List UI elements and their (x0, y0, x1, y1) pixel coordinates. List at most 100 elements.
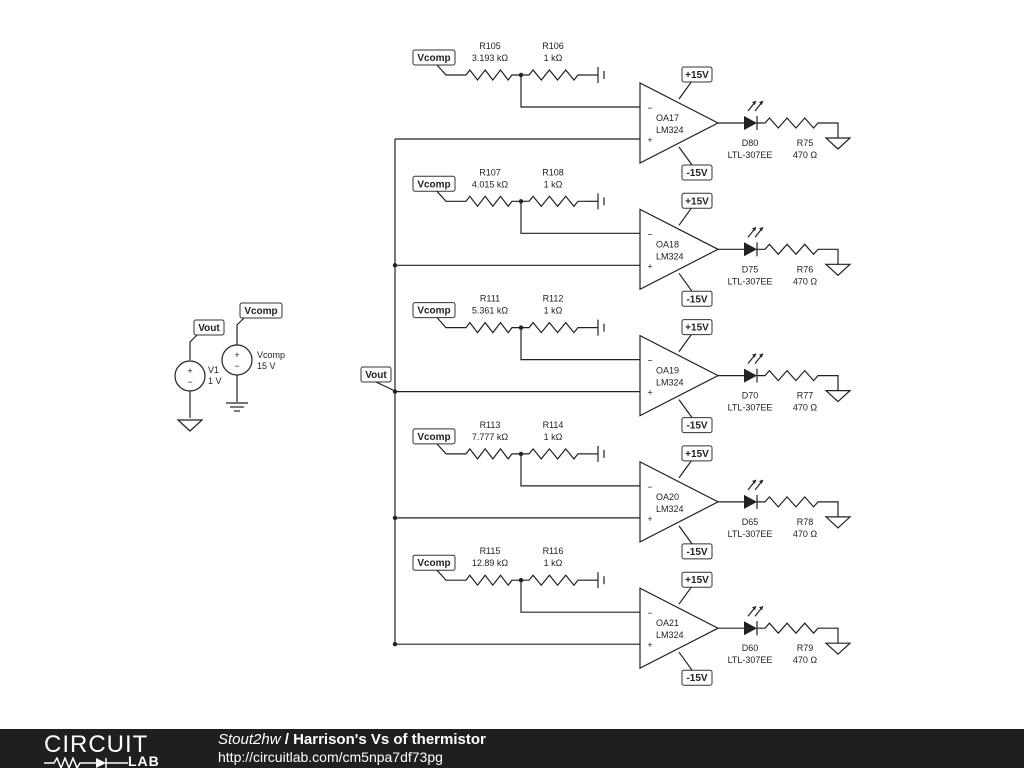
vcomp-tag-box (239, 302, 283, 319)
vpos-tag: +15V (681, 445, 713, 462)
resistor-led-value: 470 Ω (793, 655, 818, 665)
vout-tag-text: Vout (198, 323, 220, 334)
resistor-led-to-ground (826, 627, 839, 644)
opamp-part: LM324 (656, 378, 684, 388)
led-part: LTL-307EE (728, 403, 773, 413)
vneg-tag: -15V (681, 543, 713, 560)
opamp-icon (639, 334, 720, 417)
vneg-tag-text: -15V (686, 421, 707, 432)
resistor-led-name: R75 (797, 138, 814, 148)
resistor-led (757, 117, 826, 129)
vneg-rail-wire (678, 272, 693, 292)
led-part: LTL-307EE (728, 529, 773, 539)
resistor-ref-value: 1 kΩ (544, 53, 563, 63)
opamp-plus-sign: + (647, 135, 652, 145)
logo-wordmark-top: CIRCUIT (44, 731, 149, 758)
vpos-rail-wire (678, 333, 693, 352)
resistor-top (458, 195, 520, 208)
vpos-tag: +15V (681, 571, 713, 588)
opamp-minus-sign: − (647, 482, 652, 492)
resistor-top-name: R113 (480, 420, 501, 430)
resistor-led-to-ground (826, 122, 839, 138)
stage-vcomp-tag: Vcomp (412, 49, 456, 66)
resistor-ref (521, 321, 586, 334)
stage-vcomp-wire (436, 317, 458, 329)
junction-dot (392, 389, 398, 394)
resistor-led-value: 470 Ω (793, 150, 818, 160)
vneg-tag-text: -15V (686, 168, 707, 179)
vcomp-minus-sign: − (234, 361, 239, 371)
junction-dot (392, 642, 398, 647)
vout-bus-tag: Vout (360, 366, 392, 383)
stage-vcomp-tag-box (412, 428, 456, 445)
vout-tag-box (193, 319, 225, 336)
vpos-tag-text: +15V (685, 70, 709, 81)
vneg-tag: -15V (681, 417, 713, 434)
led-name: D60 (742, 643, 759, 653)
vpos-tag-box (681, 571, 713, 588)
vneg-tag-text: -15V (686, 673, 707, 684)
author-link[interactable]: Stout2hw (218, 731, 281, 748)
junction-dot (392, 515, 398, 521)
resistor-led-value: 470 Ω (793, 276, 818, 286)
opamp-icon (639, 460, 720, 543)
v1-top-wire (189, 334, 198, 360)
ground-icon (824, 137, 852, 150)
vcomp-top-wire (236, 317, 245, 346)
resistor-ref (521, 574, 586, 587)
opamp-minus-sign: − (647, 103, 652, 113)
resistor-ref (521, 195, 586, 208)
resistor-led (757, 495, 826, 508)
led-arrowheads (752, 227, 763, 232)
circuit-url[interactable]: http://circuitlab.com/cm5npa7df73pg (218, 749, 443, 765)
led-arrowheads (752, 606, 763, 611)
opamp-plus-sign: + (647, 640, 652, 650)
opamp-name: OA17 (656, 113, 679, 123)
vpos-tag-box (681, 445, 713, 462)
divider-to-minus-wire (520, 453, 640, 487)
opamp-part: LM324 (656, 125, 684, 135)
vpos-tag-box (681, 192, 713, 209)
stage-vcomp-tag-text: Vcomp (417, 179, 450, 190)
opamp-minus-sign: − (647, 608, 652, 618)
opamp-plus-sign: + (647, 388, 652, 398)
circuitlab-logo[interactable]: CIRCUIT LAB (44, 731, 184, 769)
resistor-top-value: 4.015 kΩ (472, 179, 509, 189)
vpos-tag: +15V (681, 192, 713, 209)
opamp-part: LM324 (656, 251, 684, 261)
footer-bar: CIRCUIT LAB Stout2hw / Harrison's Vs of … (0, 729, 1024, 769)
stage-vcomp-tag-box (412, 554, 456, 571)
opamp-name: OA19 (656, 366, 679, 376)
divider-to-minus-wire (520, 580, 640, 613)
opamp-icon (639, 587, 720, 670)
resistor-ref-name: R114 (543, 420, 564, 430)
vcomp-tag: Vcomp (239, 302, 283, 319)
vpos-tag-box (681, 319, 713, 336)
vneg-tag-box (681, 164, 713, 181)
ground-icon (176, 419, 204, 432)
circuit-title-text: Harrison's Vs of thermistor (293, 731, 486, 748)
ground-icon (824, 263, 852, 277)
resistor-top (458, 69, 520, 81)
vpos-tag-text: +15V (685, 575, 709, 586)
vneg-tag-box (681, 669, 713, 686)
vneg-rail-wire (678, 146, 693, 166)
resistor-top-name: R105 (479, 41, 501, 51)
stage-vcomp-tag-box (412, 49, 456, 66)
vpos-tag-text: +15V (685, 449, 709, 460)
opamp-icon (639, 208, 720, 291)
divider-to-minus-wire (520, 201, 640, 234)
resistor-top (458, 447, 520, 460)
stage-vcomp-tag-text: Vcomp (417, 306, 450, 317)
logo-wordmark-bottom: LAB (128, 753, 160, 769)
resistor-top-value: 7.777 kΩ (472, 432, 509, 442)
vpos-rail-wire (678, 459, 693, 479)
resistor-ref-name: R116 (543, 546, 564, 556)
vneg-tag: -15V (681, 164, 713, 181)
opamp-part: LM324 (656, 504, 684, 514)
led-arrowheads (752, 353, 763, 358)
ground-icon (824, 390, 852, 403)
led-name: D70 (742, 391, 759, 401)
vcomp-plus-sign: + (234, 350, 239, 360)
